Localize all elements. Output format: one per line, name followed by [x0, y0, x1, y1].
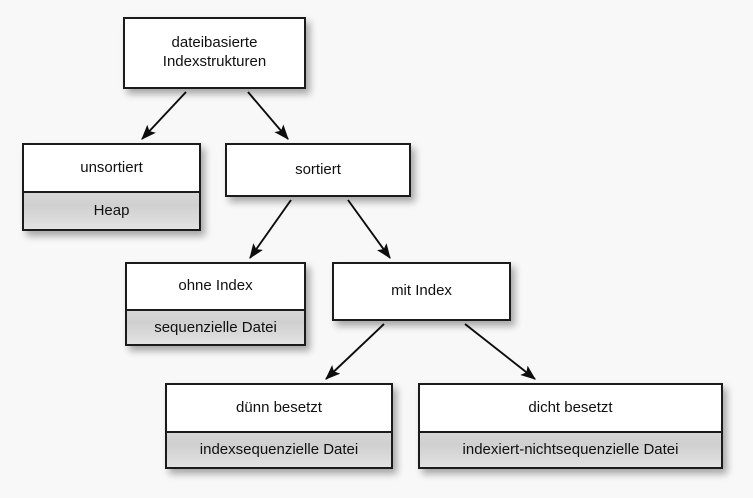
- edge-mit-index-to-dicht: [464, 323, 536, 380]
- edge-mit-index-to-duenn: [325, 323, 385, 380]
- node-sublabel-indexiert-nichtsequenzielle-datei: indexiert-nichtsequenzielle Datei: [420, 431, 721, 467]
- edge-sortiert-to-ohne-index: [249, 199, 292, 259]
- node-dateibasierte-indexstrukturen[interactable]: dateibasierte Indexstrukturen: [123, 17, 306, 89]
- node-unsortiert[interactable]: unsortiert Heap: [22, 143, 201, 231]
- node-label: dateibasierte Indexstrukturen: [125, 19, 304, 87]
- node-sublabel-sequenzielle-datei: sequenzielle Datei: [127, 309, 304, 344]
- node-sublabel-heap: Heap: [24, 191, 199, 229]
- node-label: unsortiert: [24, 145, 199, 191]
- node-label: dünn besetzt: [167, 385, 391, 431]
- node-ohne-index[interactable]: ohne Index sequenzielle Datei: [125, 262, 306, 346]
- node-sublabel-indexsequenzielle-datei: indexsequenzielle Datei: [167, 431, 391, 467]
- node-label: dicht besetzt: [420, 385, 721, 431]
- edge-root-to-unsortiert: [141, 91, 187, 140]
- node-label: mit Index: [334, 264, 509, 319]
- node-duenn-besetzt[interactable]: dünn besetzt indexsequenzielle Datei: [165, 383, 393, 469]
- node-sortiert[interactable]: sortiert: [225, 143, 411, 197]
- node-label: ohne Index: [127, 264, 304, 309]
- edge-sortiert-to-mit-index: [347, 199, 391, 259]
- node-mit-index[interactable]: mit Index: [332, 262, 511, 321]
- node-dicht-besetzt[interactable]: dicht besetzt indexiert-nichtsequenziell…: [418, 383, 723, 469]
- edge-root-to-sortiert: [247, 91, 289, 140]
- node-label: sortiert: [227, 145, 409, 195]
